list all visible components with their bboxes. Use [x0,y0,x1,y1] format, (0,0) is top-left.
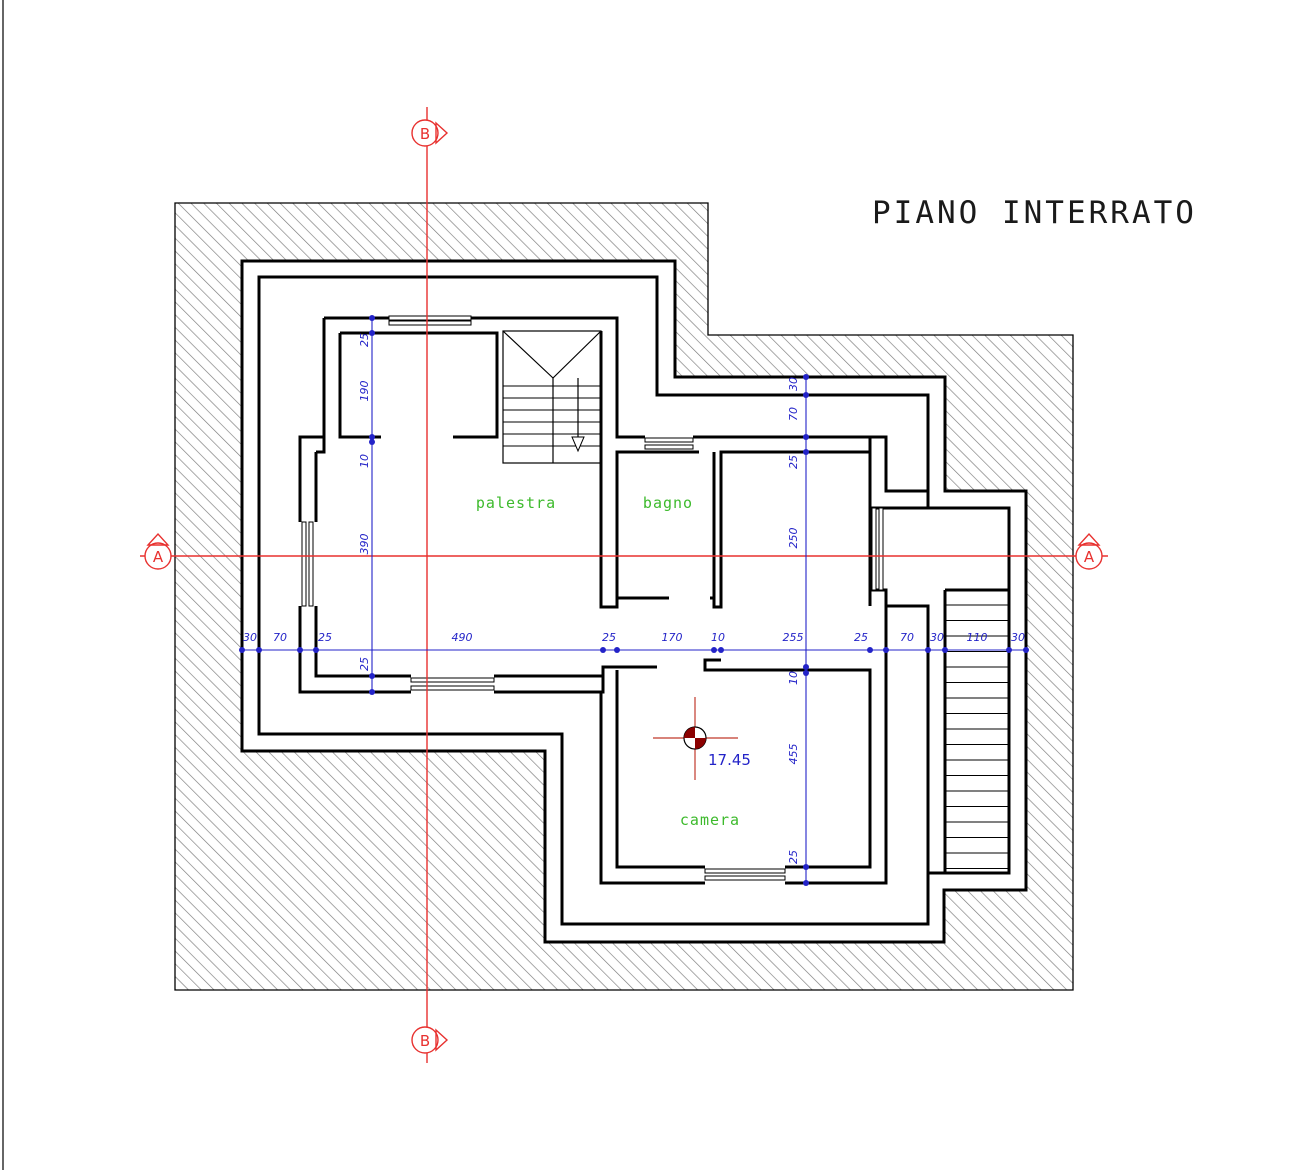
dimension-tick-h-3 [313,647,319,653]
section-marker-a-left: A [144,532,172,570]
section-lines [140,107,1108,1063]
dimension-tick-h-0 [239,647,245,653]
dimension-label-vr-5: 455 [787,744,800,765]
dimension-tick-vr-2 [803,434,809,440]
dimension-label-h-2: 25 [318,631,332,644]
dimension-label-vr-3: 250 [787,528,800,549]
dimension-tick-h-11 [942,647,948,653]
dimension-tick-h-13 [1023,647,1029,653]
svg-text:B: B [420,1032,430,1050]
dimension-tick-h-4 [600,647,606,653]
dimension-label-vr-4: 10 [787,671,800,685]
dimension-label-h-11: 110 [967,631,988,644]
dimension-tick-vl-3 [369,439,375,445]
dimension-tick-h-8 [867,647,873,653]
dimension-label-vr-2: 25 [787,455,800,469]
dimension-label-h-1: 70 [273,631,287,644]
building-walls [298,316,1011,885]
dimension-label-h-9: 70 [900,631,914,644]
dimension-tick-h-2 [297,647,303,653]
elevation-value: 17.45 [708,751,751,769]
section-marker-a-right: A [1075,532,1103,570]
dimension-label-vr-1: 70 [787,407,800,421]
dimension-label-vl-4: 25 [358,657,371,671]
svg-text:A: A [1084,548,1095,566]
dimension-label-vl-1: 190 [358,381,371,402]
section-marker-b-bottom: B [411,1026,449,1054]
dimension-label-h-12: 30 [1011,631,1025,644]
dimension-tick-vr-0 [803,374,809,380]
windows [301,315,884,881]
dimension-tick-vr-4 [803,664,809,670]
dimension-tick-vl-4 [369,673,375,679]
dimension-tick-h-1 [256,647,262,653]
dimension-tick-vl-2 [369,434,375,440]
svg-text:B: B [420,125,430,143]
svg-text:A: A [153,548,164,566]
dimension-label-h-10: 30 [930,631,944,644]
dimension-lines: 30 70 25 490 25 170 10 255 25 70 30 110 30 25 190 10 390… [239,315,1029,886]
dimension-tick-h-10 [925,647,931,653]
dimension-label-vl-0: 25 [358,333,371,347]
dimension-label-vr-0: 30 [787,377,800,391]
dimension-label-h-5: 170 [662,631,683,644]
room-label-camera: camera [680,811,740,829]
dimension-label-h-4: 25 [602,631,616,644]
dimension-tick-vr-5 [803,670,809,676]
dimension-tick-h-9 [883,647,889,653]
dimension-tick-h-7 [718,647,724,653]
room-label-bagno: bagno [643,494,693,512]
dimension-tick-vr-1 [803,392,809,398]
dimension-tick-vr-6 [803,864,809,870]
dimension-label-vr-6: 25 [787,850,800,864]
dimension-label-h-8: 25 [854,631,868,644]
dimension-tick-h-12 [1006,647,1012,653]
external-staircase [945,604,1009,870]
room-label-palestra: palestra [476,494,556,512]
dimension-label-vl-2: 10 [358,454,371,468]
internal-staircase [502,330,602,464]
elevation-marker: 17.45 [653,697,751,780]
section-marker-b-top: B [411,119,449,147]
dimension-tick-vl-5 [369,689,375,695]
dimension-tick-vl-1 [369,330,375,336]
drawing-title: PIANO INTERRATO [872,195,1197,231]
dimension-label-h-6: 10 [711,631,725,644]
dimension-tick-h-5 [614,647,620,653]
dimension-tick-vr-3 [803,449,809,455]
dimension-tick-vl-0 [369,315,375,321]
dimension-label-h-3: 490 [452,631,473,644]
dimension-label-vl-3: 390 [358,534,371,555]
dimension-label-h-7: 255 [783,631,804,644]
dimension-label-h-0: 30 [243,631,257,644]
dimension-tick-h-6 [711,647,717,653]
dimension-tick-vr-7 [803,880,809,886]
